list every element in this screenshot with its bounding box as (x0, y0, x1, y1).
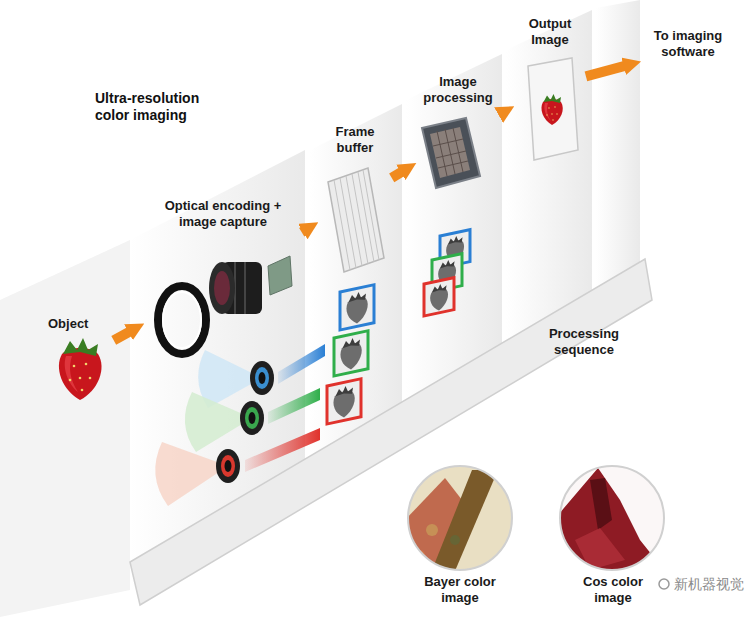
color-inset (575, 528, 625, 570)
flow-arrow (392, 169, 406, 178)
frame-buffer-plate (328, 168, 384, 272)
bayer-inset (426, 524, 438, 536)
blue-tile (340, 285, 374, 330)
buffer-line (334, 180, 350, 270)
inset-frame (560, 466, 664, 570)
green-lens (245, 407, 259, 429)
watermark: 新机器视觉 (674, 576, 744, 592)
bayer-inset (450, 535, 460, 545)
chip-grid (438, 161, 468, 168)
green-tile (334, 331, 368, 376)
blue-beam (278, 344, 325, 384)
chip-grid (437, 131, 447, 176)
blue-lens (259, 372, 266, 384)
red-cone (155, 442, 228, 506)
stage-node: Output Image (516, 16, 584, 156)
buffer-line (340, 178, 356, 268)
chip-grid (436, 151, 466, 158)
stage-label: Optical encoding + image capture (148, 198, 298, 230)
red-tile (424, 278, 454, 316)
tile-berry (340, 336, 361, 372)
green-beam (268, 388, 320, 424)
output-strawberry (541, 94, 562, 125)
red-lens (221, 455, 235, 477)
chip-grid (445, 129, 455, 174)
stage-node: To imaging software (643, 28, 733, 70)
color-inset (555, 460, 675, 580)
stage-node: Image processing (418, 74, 498, 202)
flow-arrow (500, 112, 504, 114)
tile-berry (333, 384, 354, 420)
buffer-line (346, 176, 362, 266)
stage-node: Optical encoding + image capture (146, 198, 300, 362)
chip-grid (453, 128, 463, 172)
green-lens (240, 401, 264, 435)
lens-ridge (244, 262, 246, 314)
tile-berry (430, 282, 448, 312)
image-caption: Bayer color image (418, 574, 502, 606)
camera-lens-glass (214, 271, 230, 305)
flow-arrow (302, 228, 308, 232)
stage-label: Output Image (520, 16, 580, 48)
red-tile (424, 278, 454, 316)
red-tile (327, 379, 361, 424)
stage-label: Object (48, 316, 108, 332)
processor-core (430, 127, 470, 178)
ring-light (158, 286, 206, 354)
strawberry (59, 338, 102, 400)
stage-label: To imaging software (645, 28, 731, 60)
processor-chip (422, 118, 480, 188)
sequence-label: Processing sequence (540, 326, 628, 358)
blue-lens (250, 361, 274, 395)
color-inset (590, 478, 612, 530)
blue-tile (340, 285, 374, 330)
green-tile (334, 331, 368, 376)
watermark-icon (659, 579, 669, 589)
image-caption: Cos color image (574, 574, 652, 606)
buffer-line (352, 174, 368, 264)
stage-node: Frame buffer (320, 124, 390, 276)
blue-lens (255, 367, 269, 389)
camera-lens-front (209, 262, 235, 314)
diagram-title: Ultra-resolution color imaging (95, 90, 225, 124)
buffer-line (363, 170, 379, 260)
stage-node: Object (48, 316, 112, 402)
chip-grid (433, 139, 463, 146)
green-lens (249, 412, 256, 424)
stage-label: Image processing (420, 74, 496, 106)
tile-berry (346, 290, 367, 326)
flow-arrow (114, 329, 134, 340)
red-tile (327, 379, 361, 424)
ring-light-inner (163, 292, 201, 348)
red-beam (245, 428, 320, 472)
bayer-inset (400, 460, 520, 580)
output-plate (528, 58, 578, 160)
stage-label: Frame buffer (325, 124, 385, 156)
sensor-box (268, 256, 292, 295)
color-inset (555, 460, 675, 580)
flow-arrow (586, 65, 630, 77)
inset-frame (408, 466, 512, 570)
red-lens (216, 449, 240, 483)
red-lens (225, 460, 232, 472)
left-ground (0, 240, 130, 617)
bayer-inset (400, 460, 520, 580)
